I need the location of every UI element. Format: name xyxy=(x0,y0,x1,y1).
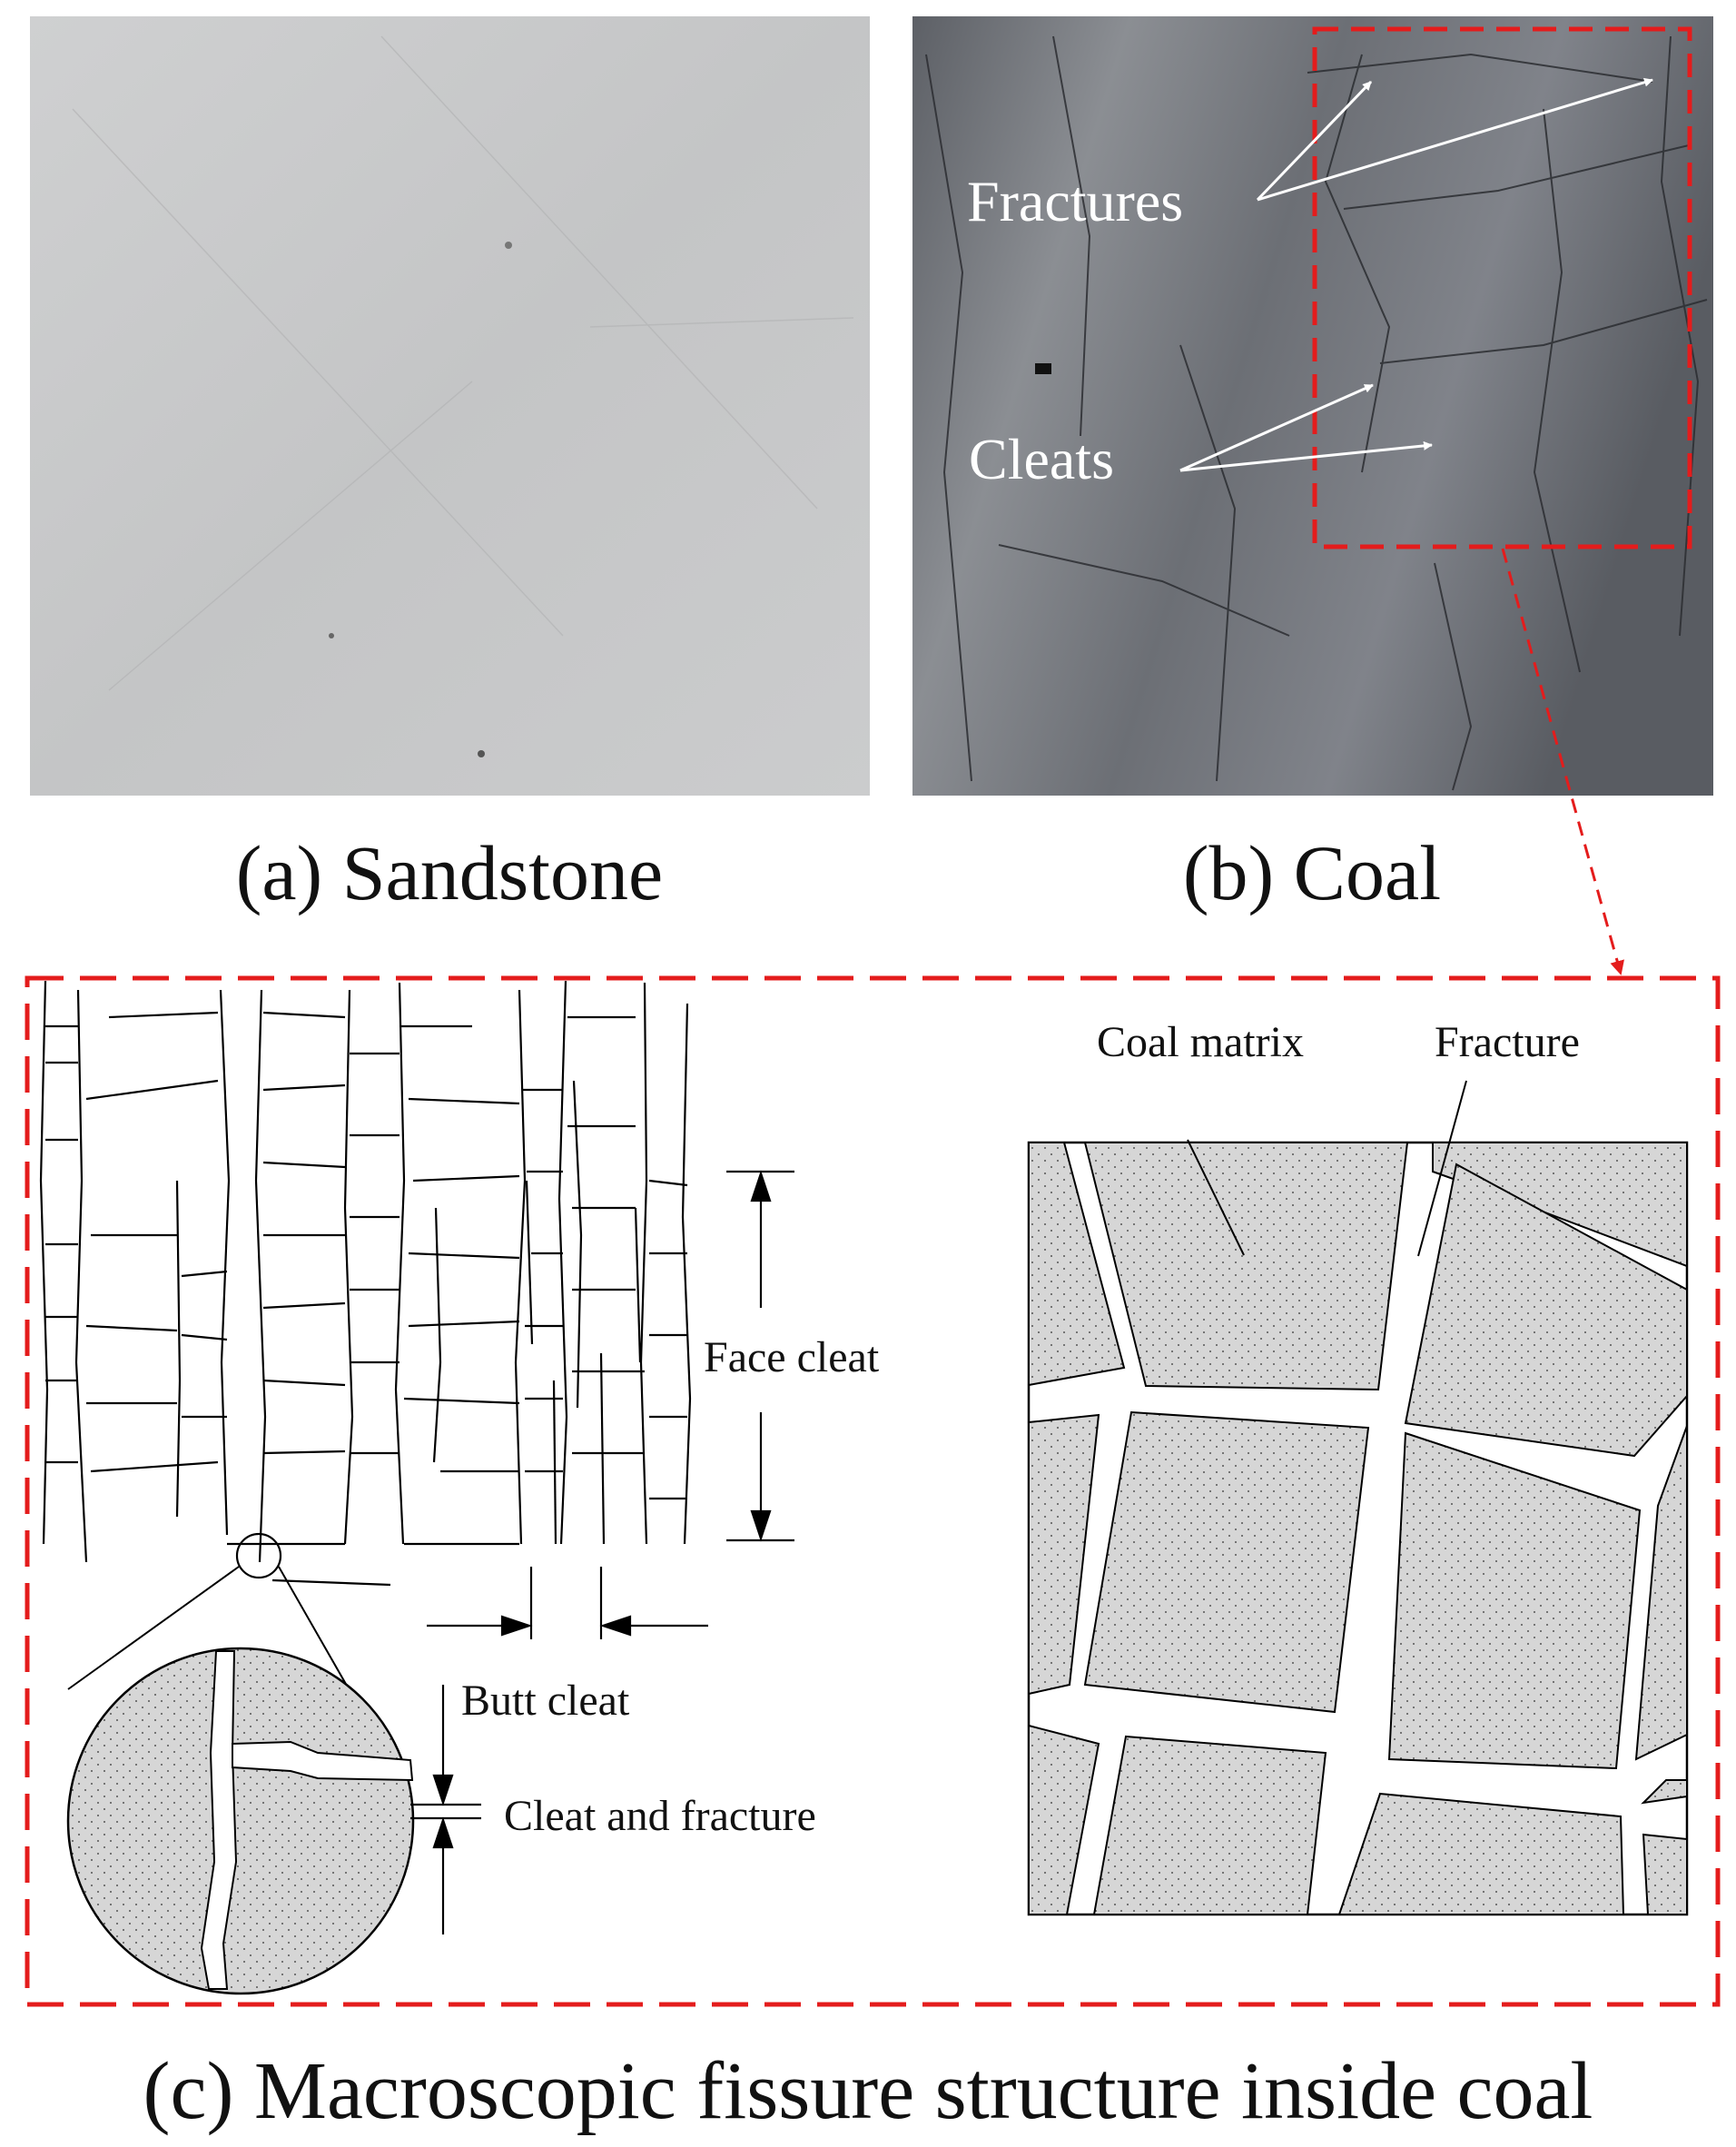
face-cleat-label: Face cleat xyxy=(704,1333,880,1381)
cleat-network-sketch xyxy=(39,980,692,1587)
coal-photo xyxy=(912,16,1713,796)
cleat-fracture-label: Cleat and fracture xyxy=(504,1792,816,1840)
panel-c-caption: (c) Macroscopic fissure structure inside… xyxy=(143,2046,1593,2136)
panel-c-box xyxy=(25,975,1721,2007)
face-cleat-dimension xyxy=(726,1170,794,1542)
cleats-label: Cleats xyxy=(969,427,1114,491)
cleat-fracture-dimension xyxy=(410,1685,481,1934)
coal-panel xyxy=(912,16,1713,796)
butt-cleat-dimension xyxy=(427,1567,708,1639)
coal-highlight-box xyxy=(1312,26,1692,549)
sandstone-photo xyxy=(30,16,870,796)
annotation-arrows xyxy=(1179,77,1653,472)
fracture-label: Fracture xyxy=(1435,1018,1580,1066)
fractures-label: Fractures xyxy=(967,169,1183,233)
coal-matrix-label: Coal matrix xyxy=(1097,1018,1304,1066)
butt-cleat-label: Butt cleat xyxy=(461,1677,630,1725)
coal-matrix-diagram xyxy=(1027,1080,1689,1916)
sandstone-panel xyxy=(30,16,870,796)
cleat-zoom xyxy=(66,1532,415,1995)
zoom-arrow xyxy=(1501,548,1624,975)
coal-caption: (b) Coal xyxy=(1183,829,1441,916)
sandstone-caption: (a) Sandstone xyxy=(236,829,663,916)
